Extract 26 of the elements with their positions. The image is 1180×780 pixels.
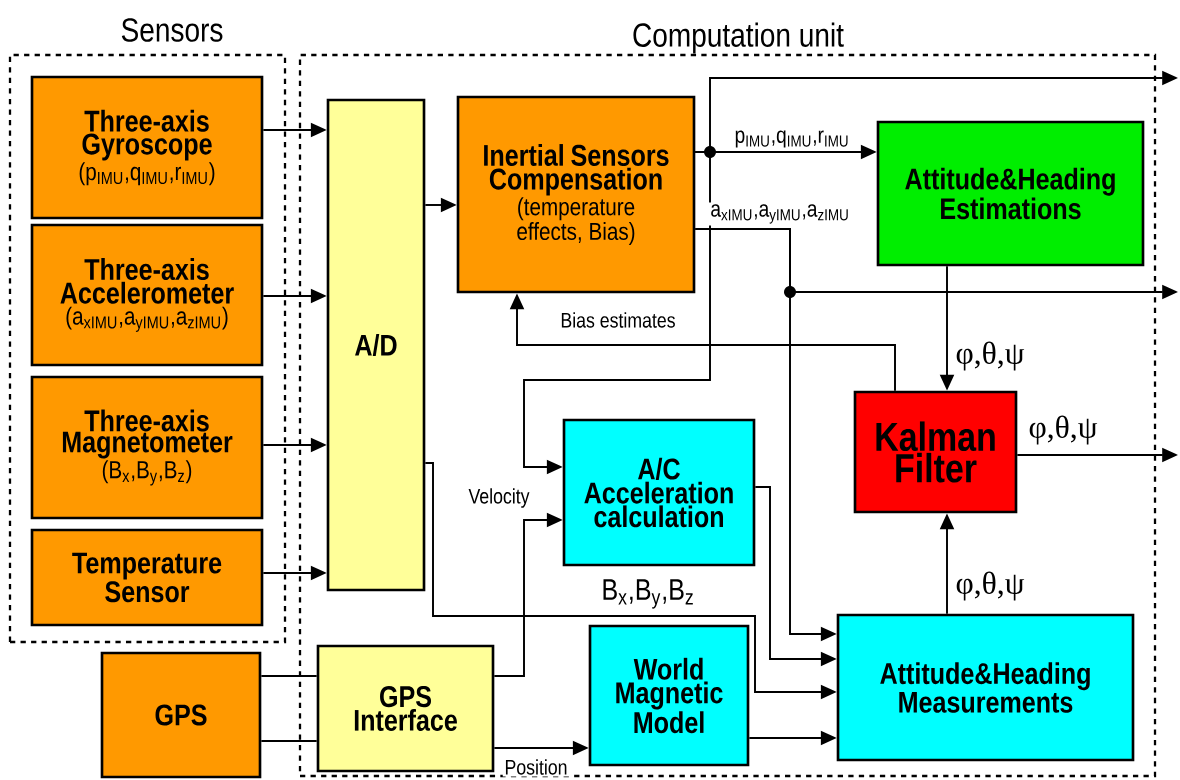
process-box: Attitude&Heading Measurements (836, 613, 1135, 762)
edge-label: Position (502, 757, 570, 777)
sensor-box: Temperature Sensor (30, 528, 264, 627)
edge-label: a$_{xIMU}$,a$_{yIMU}$,a$_{zIMU}$ (708, 202, 852, 226)
edge-label: B$_{x}$,B$_{y}$,B$_{z}$ (599, 577, 697, 611)
filter-box: Kalman Filter (853, 390, 1018, 514)
edge-label: p$_{IMU}$,q$_{IMU}$,r$_{IMU}$ (732, 128, 852, 150)
edge-label: φ,θ,ψ (953, 569, 1027, 603)
connector-line (260, 675, 318, 677)
process-box: A/D (326, 98, 426, 592)
group-heading: Sensors (121, 18, 223, 42)
process-box: A/C Acceleration calculation (562, 418, 756, 567)
sensor-box: Inertial Sensors Compensation (temperature effects, Bias) (456, 95, 696, 294)
process-box: Attitude&Heading Estimations (876, 120, 1145, 267)
sensor-box: Three-axis Accelerometer (a$_{xIMU}$,a$_{yIMU}$,a$_{zIMU}$) (30, 223, 264, 367)
sensor-box: Three-axis Gyroscope (p$_{IMU}$,q$_{IMU}$,r$_{IMU}$) (30, 75, 264, 220)
edge-label: φ,θ,ψ (953, 339, 1027, 373)
connector-line (260, 740, 318, 742)
edge-label: Bias estimates (558, 310, 678, 330)
edge-label: Velocity (466, 486, 532, 510)
process-box: GPS Interface (316, 644, 495, 773)
sensor-box: Three-axis Magnetometer (B$_{x}$,B$_{y}$,B$_{z}$) (30, 375, 264, 520)
sensor-box: GPS (100, 651, 262, 779)
group-heading: Computation unit (633, 22, 844, 54)
edge-label: φ,θ,ψ (1026, 413, 1100, 447)
process-box: World Magnetic Model (588, 624, 750, 767)
